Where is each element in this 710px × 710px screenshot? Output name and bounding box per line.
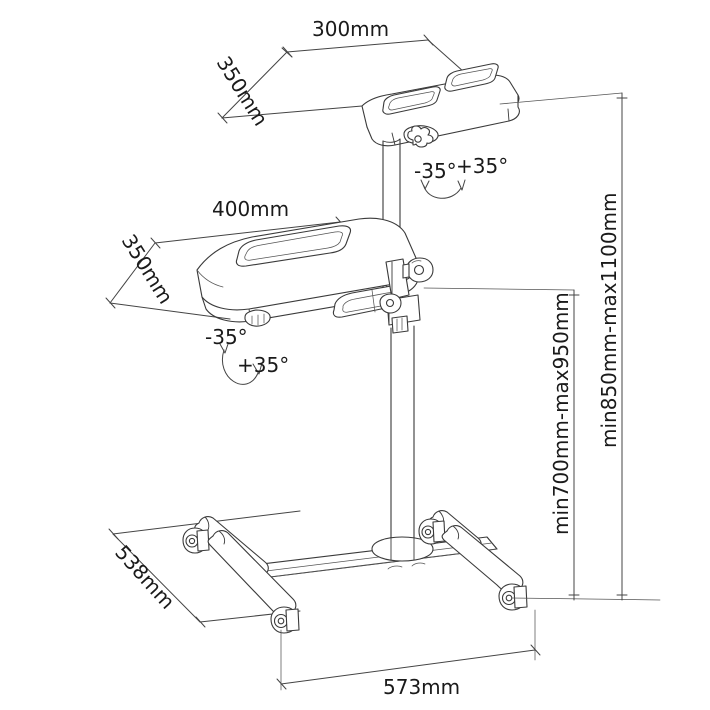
wheel-base	[182, 510, 528, 634]
base-width-label: 573mm	[383, 675, 460, 699]
inner-height-range-label: min700mm-max950mm	[549, 292, 573, 535]
top-tray-tilt-arc	[420, 179, 466, 199]
outer-height-range-label: min850mm-max1100mm	[597, 192, 621, 448]
lower-pole	[390, 325, 415, 542]
dimension-extension-lines	[423, 92, 661, 601]
top-tray	[361, 63, 520, 148]
tilt-clamp-assembly	[379, 257, 434, 334]
top-tray-angle-positive-label: +35°	[456, 154, 508, 178]
vertical-dimension-lines	[568, 92, 628, 601]
base-width-dimension	[276, 609, 541, 691]
lower-tray-angle-negative-label: -35°	[205, 325, 248, 349]
lower-tray-angle-positive-label: +35°	[237, 353, 289, 377]
lower-tray-width-label: 400mm	[212, 197, 289, 221]
top-tray-depth-label: 350mm	[212, 52, 273, 130]
top-tray-width-label: 300mm	[312, 17, 389, 41]
top-tray-angle-negative-label: -35°	[414, 159, 457, 183]
base-depth-label: 538mm	[110, 540, 179, 613]
lower-tray-tilt-arc	[219, 343, 263, 385]
